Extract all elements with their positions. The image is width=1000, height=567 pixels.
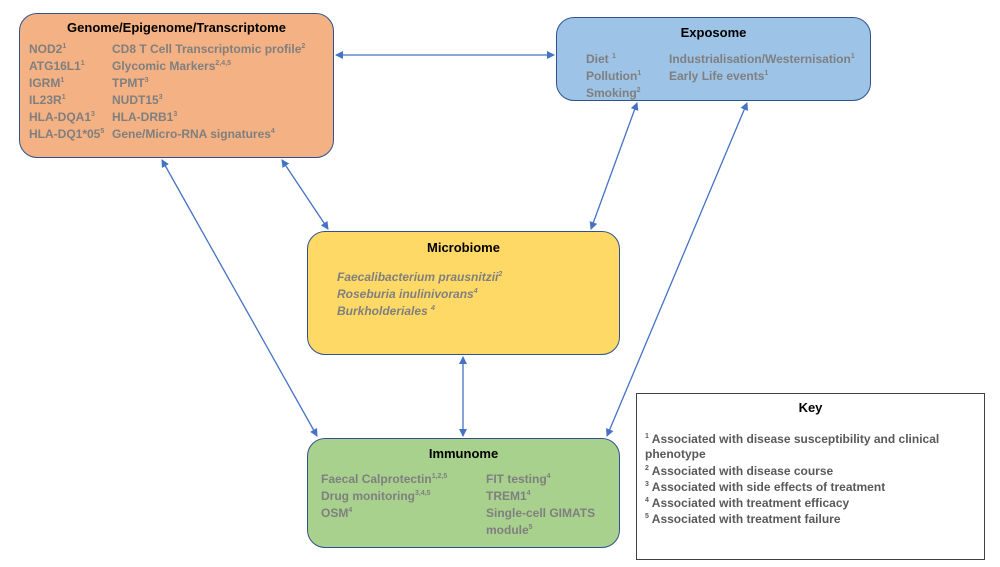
microbiome-box: Microbiome Faecalibacterium prausnitzii2… [307, 231, 620, 355]
immunome-item: OSM4 [321, 506, 353, 520]
genome-item: IL23R1 [29, 93, 66, 107]
genome-item: ATG16L11 [29, 59, 85, 73]
microbiome-item: Burkholderiales 4 [337, 304, 435, 318]
arrow-exposome-microbiome [589, 102, 639, 230]
key-line: 2 Associated with disease course [645, 464, 834, 478]
immunome-title: Immunome [428, 446, 499, 461]
exposome-box: Exposome Diet 1 Pollution1 Smoking2 Indu… [556, 17, 871, 101]
immunome-item: module5 [486, 523, 533, 537]
immunome-item: FIT testing4 [486, 472, 551, 486]
genome-item: CD8 T Cell Transcriptomic profile2 [112, 42, 306, 56]
genome-box: Genome/Epigenome/Transcriptome NOD21 ATG… [19, 13, 334, 158]
genome-item: NOD21 [29, 42, 67, 56]
genome-item: Glycomic Markers2,4,5 [112, 59, 231, 73]
genome-item: HLA-DQA13 [29, 110, 95, 124]
immunome-item: Drug monitoring3,4,5 [321, 489, 431, 503]
immunome-item: TREM14 [486, 489, 531, 503]
immunome-box: Immunome Faecal Calprotectin1,2,5 Drug m… [307, 438, 620, 548]
genome-item: Gene/Micro-RNA signatures4 [112, 127, 275, 141]
exposome-title: Exposome [680, 25, 747, 40]
immunome-item: Faecal Calprotectin1,2,5 [321, 472, 448, 486]
exposome-item: Industrialisation/Westernisation1 [669, 52, 855, 66]
arrow-exposome-immunome [606, 102, 748, 437]
genome-item: TPMT3 [112, 76, 149, 90]
exposome-item: Smoking2 [586, 86, 641, 100]
microbiome-title: Microbiome [427, 240, 500, 255]
arrow-genome-microbiome [281, 159, 329, 230]
genome-title: Genome/Epigenome/Transcriptome [67, 20, 286, 35]
microbiome-item: Faecalibacterium prausnitzii2 [337, 270, 503, 284]
exposome-item: Diet 1 [586, 52, 616, 66]
microbiome-item: Roseburia inulinivorans4 [337, 287, 478, 301]
genome-item: HLA-DQ1*055 [29, 127, 105, 141]
immunome-item: Single-cell GIMATS [486, 506, 596, 520]
key-title: Key [798, 400, 823, 415]
genome-item: HLA-DRB13 [112, 110, 178, 124]
genome-item: NUDT153 [112, 93, 163, 107]
genome-item: IGRM1 [29, 76, 65, 90]
key-box: Key 1 Associated with disease susceptibi… [636, 393, 985, 560]
exposome-item: Early Life events1 [669, 69, 769, 83]
key-line: 1 Associated with disease susceptibility… [645, 432, 940, 461]
key-line: 4 Associated with treatment efficacy [645, 496, 850, 510]
arrow-genome-immunome [161, 159, 318, 437]
exposome-item: Pollution1 [586, 69, 642, 83]
key-line: 5 Associated with treatment failure [645, 512, 841, 526]
key-line: 3 Associated with side effects of treatm… [645, 480, 886, 494]
